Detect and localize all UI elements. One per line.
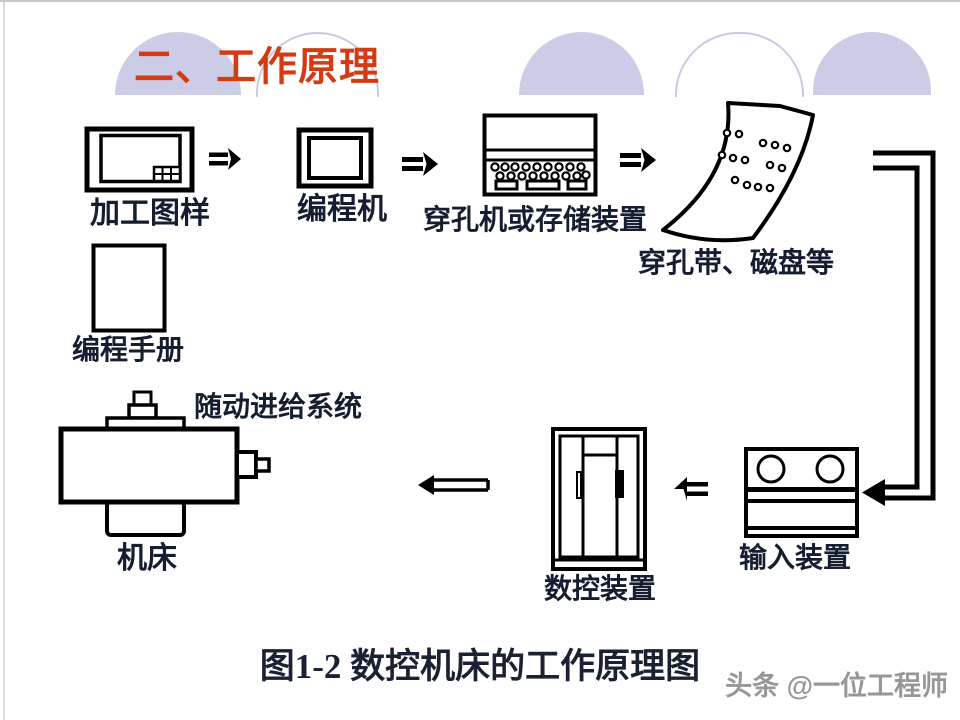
label-punch-machine: 穿孔机或存储装置	[422, 205, 647, 236]
arrow-right-icon	[209, 148, 241, 170]
dome-decoration	[519, 32, 644, 95]
punch-tape-icon	[661, 101, 815, 243]
slide-title: 二、工作原理	[134, 44, 380, 89]
label-cnc-unit: 数控装置	[543, 574, 656, 605]
arrow-left-icon	[674, 477, 708, 501]
punch-machine-icon	[482, 113, 598, 197]
flow-connector-icon	[862, 150, 936, 506]
label-programmer: 编程机	[297, 193, 387, 226]
label-manual: 编程手册	[71, 335, 184, 366]
arrow-left-icon	[418, 475, 490, 495]
engineering-drawing-icon	[84, 126, 195, 193]
dome-decoration	[813, 32, 931, 95]
label-drawing: 加工图样	[90, 197, 210, 230]
label-punch-tape: 穿孔带、磁盘等	[637, 248, 834, 279]
arrow-right-icon	[620, 148, 656, 172]
label-servo-feed: 随动进给系统	[193, 392, 362, 423]
watermark: 头条 @一位工程师	[725, 671, 948, 701]
label-machine-tool: 机床	[117, 542, 177, 575]
dome-decoration	[675, 32, 804, 97]
programming-machine-icon	[296, 127, 374, 189]
figure-caption: 图1-2 数控机床的工作原理图	[259, 647, 701, 686]
manual-sheet-icon	[91, 243, 167, 333]
arrow-right-icon	[402, 152, 438, 176]
input-device-icon	[744, 447, 859, 538]
slide-top-edge	[0, 0, 960, 2]
machine-tool-icon	[58, 390, 271, 537]
label-input-device: 输入装置	[738, 543, 851, 574]
slide-left-edge	[3, 2, 5, 720]
cnc-cabinet-icon	[551, 427, 647, 571]
